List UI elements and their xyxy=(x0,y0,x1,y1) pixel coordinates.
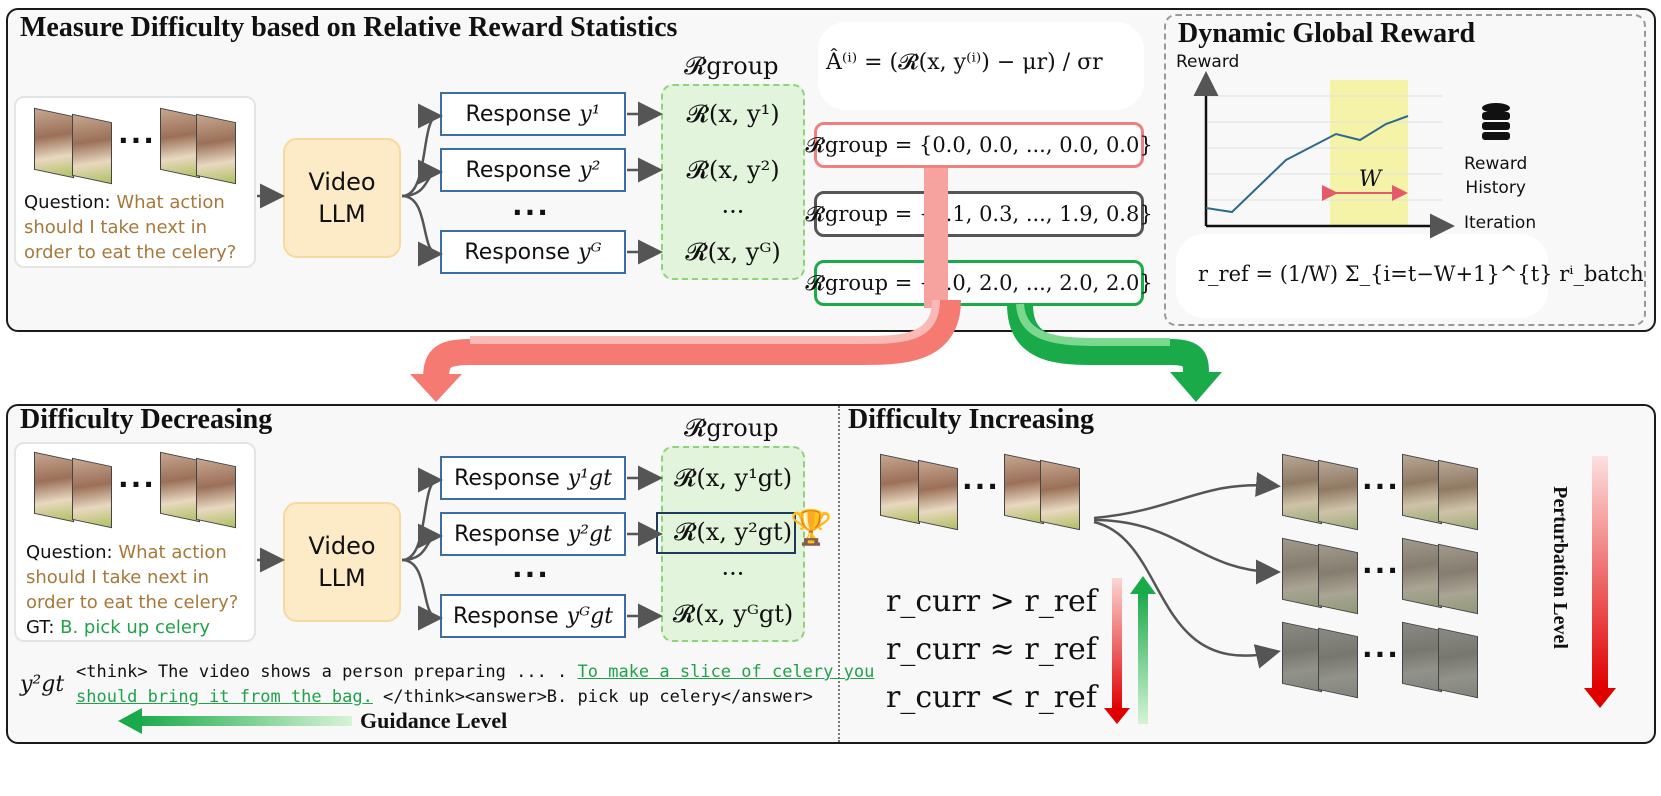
response-symbol: y² xyxy=(579,157,601,183)
response-symbol: y¹gt xyxy=(567,465,612,491)
frames-ellipsis: ··· xyxy=(1362,638,1400,671)
group-set-mixed: 𝓡group = {1.1, 0.3, ..., 1.9, 0.8} xyxy=(805,191,1153,237)
reward-axis-label: Reward xyxy=(1176,52,1240,72)
top-flow-arrows xyxy=(257,101,663,267)
difficulty-decreasing-title: Difficulty Decreasing xyxy=(20,404,273,435)
question-label: Question: xyxy=(24,192,111,213)
group-label-top: 𝓡group xyxy=(684,52,779,80)
reward-ellipsis: ··· xyxy=(721,198,745,226)
bottom-panel xyxy=(6,404,1656,744)
llm-label-2: LLM xyxy=(318,564,366,592)
response-symbol: y¹ xyxy=(579,101,601,127)
think-plain-1: <think> The video shows a person prepari… xyxy=(76,662,578,682)
history-line-1: Reward xyxy=(1464,154,1528,174)
think-text: <think> The video shows a person prepari… xyxy=(76,660,874,710)
llm-label-2: LLM xyxy=(318,200,366,228)
response-word: Response xyxy=(465,101,572,127)
frames-ellipsis: ··· xyxy=(118,124,156,157)
guidance-arrow xyxy=(118,708,352,734)
think-guided-1: To make a slice of celery you xyxy=(577,662,875,682)
reward-1: 𝓡(x, y¹) xyxy=(686,100,780,128)
reward-gt-g: 𝓡(x, yᴳgt) xyxy=(672,600,794,628)
perturbation-level-arrow xyxy=(1584,456,1616,708)
think-line-2: should bring it from the bag. </think><a… xyxy=(76,685,874,710)
reward-group-bottom xyxy=(661,446,805,642)
response-word: Response xyxy=(454,521,560,547)
perturbation-arrows xyxy=(1093,471,1281,669)
question-text-top: Question: What action should I take next… xyxy=(24,190,252,265)
group-label-bottom: 𝓡group xyxy=(684,414,779,442)
panel-divider xyxy=(838,406,840,742)
response-box-gt-g: Response yᴳgt xyxy=(440,594,626,638)
guidance-label: Guidance Level xyxy=(360,708,508,733)
trophy-icon: 🏆 xyxy=(790,508,833,548)
bottom-flow-arrows xyxy=(257,465,663,631)
iteration-axis-label: Iteration xyxy=(1464,213,1537,233)
ref-formula: r_ref = (1/W) Σ_{i=t−W+1}^{t} rⁱ_batch xyxy=(1198,262,1644,286)
window-highlight xyxy=(1330,80,1408,226)
frames-ellipsis: ··· xyxy=(1362,554,1400,587)
ineq-less: r_curr < r_ref xyxy=(886,680,1097,715)
frames-ellipsis: ··· xyxy=(118,468,156,501)
gt-answer: B. pick up celery xyxy=(60,617,211,638)
video-llm-bottom: Video LLM xyxy=(283,502,401,622)
ineq-approx: r_curr ≈ r_ref xyxy=(886,632,1097,667)
response-box-gt-2: Response y²gt xyxy=(440,512,626,556)
frames-ellipsis: ··· xyxy=(962,470,1000,503)
response-symbol: yᴳ xyxy=(578,239,602,265)
reward-ellipsis: ··· xyxy=(721,560,745,588)
red-flow-arrow xyxy=(410,168,961,402)
green-flow-arrow xyxy=(1007,303,1222,402)
response-symbol: y²gt xyxy=(567,521,612,547)
reward-history-label: Reward History xyxy=(1464,152,1527,200)
reward-gt-1: 𝓡(x, y¹gt) xyxy=(673,464,793,492)
responses-ellipsis: ··· xyxy=(512,558,550,591)
response-symbol: yᴳgt xyxy=(566,603,614,629)
reward-group-top xyxy=(661,84,805,280)
llm-label-1: Video xyxy=(308,532,376,560)
reward-2: 𝓡(x, y²) xyxy=(686,156,780,184)
response-word: Response xyxy=(454,465,560,491)
response-box-g: Response yᴳ xyxy=(440,230,626,274)
think-symbol: y²gt xyxy=(20,672,65,697)
response-word: Response xyxy=(452,603,559,629)
think-line-1: <think> The video shows a person prepari… xyxy=(76,660,874,685)
advantage-formula: Â⁽ⁱ⁾ = (𝓡(x, y⁽ⁱ⁾) − μr) / σr xyxy=(826,50,1103,75)
advantage-formula-bg xyxy=(818,22,1144,110)
top-panel-title: Measure Difficulty based on Relative Rew… xyxy=(20,12,678,43)
response-box-gt-1: Response y¹gt xyxy=(440,456,626,500)
history-line-2: History xyxy=(1465,178,1526,198)
reward-history-chart xyxy=(1193,71,1455,239)
ref-formula-bg xyxy=(1176,234,1548,318)
think-plain-2: </think><answer>B. pick up celery</answe… xyxy=(372,687,813,707)
group-set-full: 𝓡group = {2.0, 2.0, ..., 2.0, 2.0} xyxy=(805,260,1153,306)
response-word: Response xyxy=(464,239,571,265)
video-llm-top: Video LLM xyxy=(283,138,401,258)
llm-label-1: Video xyxy=(308,168,376,196)
window-label: W xyxy=(1359,167,1384,192)
reward-line xyxy=(1205,115,1409,214)
curr-ref-arrows xyxy=(1104,576,1156,724)
database-icon xyxy=(1482,103,1510,140)
gt-label: GT: xyxy=(26,617,55,638)
question-content: What action should I take next in order … xyxy=(24,192,237,263)
responses-ellipsis: ··· xyxy=(512,196,550,229)
difficulty-increasing-title: Difficulty Increasing xyxy=(848,404,1095,435)
response-box-1: Response y¹ xyxy=(440,92,626,136)
think-guided-2: should bring it from the bag. xyxy=(76,687,373,707)
frames-ellipsis: ··· xyxy=(1362,470,1400,503)
reward-g: 𝓡(x, yᴳ) xyxy=(685,238,781,266)
question-text-bottom: Question: What action should I take next… xyxy=(26,540,254,640)
question-content: What action should I take next in order … xyxy=(26,542,239,613)
response-word: Response xyxy=(465,157,572,183)
dynamic-reward-title: Dynamic Global Reward xyxy=(1178,18,1476,49)
group-set-zero: 𝓡group = {0.0, 0.0, ..., 0.0, 0.0} xyxy=(805,122,1153,168)
reward-gt-2: 𝓡(x, y²gt) xyxy=(673,518,793,546)
question-label: Question: xyxy=(26,542,113,563)
ineq-greater: r_curr > r_ref xyxy=(886,584,1097,619)
dynamic-reward-panel xyxy=(1164,14,1646,326)
